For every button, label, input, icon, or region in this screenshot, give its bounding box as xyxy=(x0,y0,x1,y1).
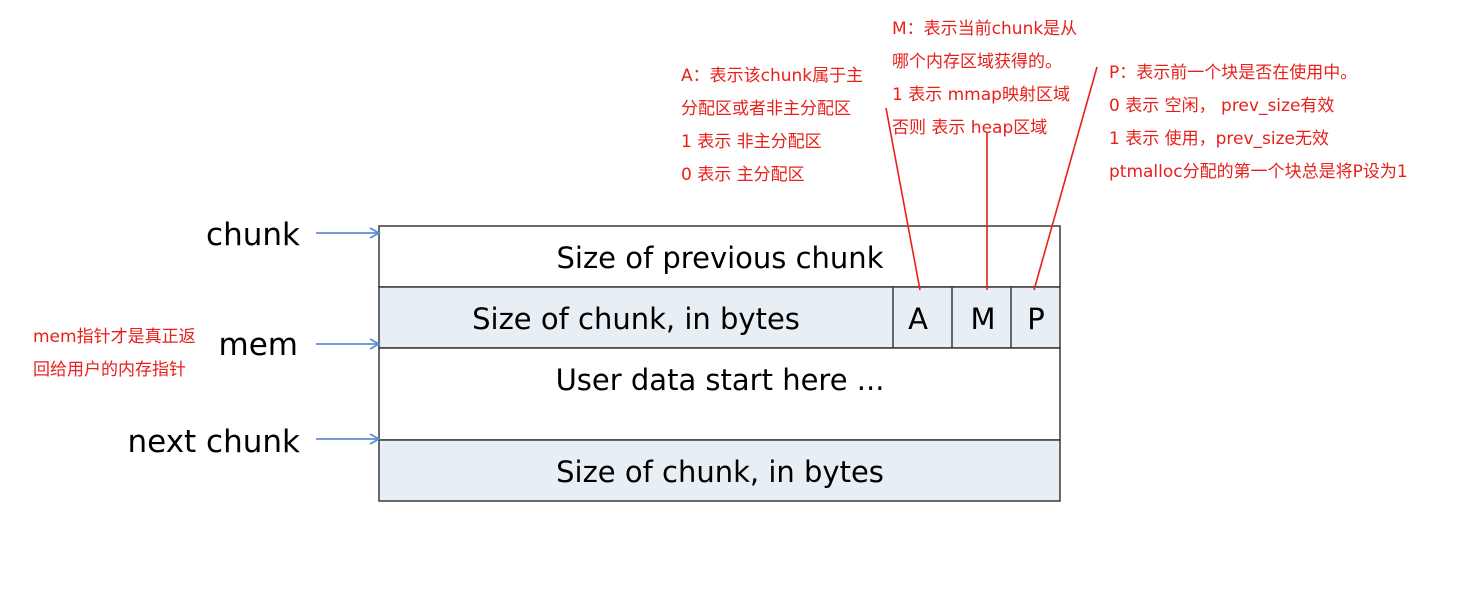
flag-p-text: P xyxy=(1027,302,1045,336)
a-note-line: A：表示该chunk属于主 xyxy=(681,66,863,86)
size-row xyxy=(378,286,1061,349)
m-note-line: 否则 表示 heap区域 xyxy=(892,118,1047,138)
flag-m-text: M xyxy=(970,302,995,336)
user-data-row xyxy=(378,347,1061,441)
mem-note-line: mem指针才是真正返 xyxy=(33,327,196,347)
p-note: P：表示前一个块是否在使用中。 0 表示 空闲， prev_size有效 1 表… xyxy=(1109,62,1408,182)
mem-note-line: 回给用户的内存指针 xyxy=(33,360,186,380)
chunk-label: chunk xyxy=(206,217,300,253)
m-note: M：表示当前chunk是从 哪个内存区域获得的。 1 表示 mmap映射区域 否… xyxy=(892,19,1077,138)
user-data-text: User data start here ... xyxy=(556,363,885,397)
a-note-line: 1 表示 非主分配区 xyxy=(681,132,822,152)
p-note-line: 1 表示 使用，prev_size无效 xyxy=(1109,128,1329,149)
p-note-line: P：表示前一个块是否在使用中。 xyxy=(1109,62,1357,83)
size-text: Size of chunk, in bytes xyxy=(472,302,800,336)
chunk-structure xyxy=(378,225,1061,502)
m-note-line: 哪个内存区域获得的。 xyxy=(892,52,1062,72)
a-note-line: 分配区或者非主分配区 xyxy=(681,99,851,119)
m-note-line: M：表示当前chunk是从 xyxy=(892,19,1077,39)
a-note-line: 0 表示 主分配区 xyxy=(681,165,805,185)
next-chunk-label: next chunk xyxy=(128,424,301,460)
p-note-line: ptmalloc分配的第一个块总是将P设为1 xyxy=(1109,162,1408,182)
m-note-line: 1 表示 mmap映射区域 xyxy=(892,85,1070,105)
a-note: A：表示该chunk属于主 分配区或者非主分配区 1 表示 非主分配区 0 表示… xyxy=(681,66,863,185)
mem-label: mem xyxy=(219,327,298,363)
prev-size-row xyxy=(378,225,1061,288)
prev-size-text: Size of previous chunk xyxy=(556,241,883,275)
flag-a-text: A xyxy=(908,302,928,336)
next-size-row xyxy=(378,439,1061,502)
p-annotation-line xyxy=(1033,66,1098,291)
a-annotation-line xyxy=(885,107,921,291)
next-size-text: Size of chunk, in bytes xyxy=(556,455,884,489)
mem-note: mem指针才是真正返 回给用户的内存指针 xyxy=(33,327,196,380)
p-note-line: 0 表示 空闲， prev_size有效 xyxy=(1109,96,1334,116)
